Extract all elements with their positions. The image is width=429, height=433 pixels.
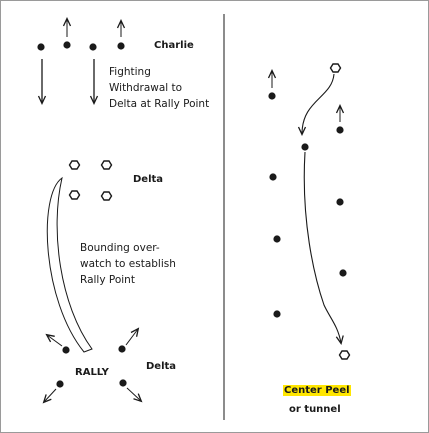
charlie-soldier-1-icon [37, 43, 45, 51]
charlie-label: Charlie [154, 40, 194, 51]
bounding-overwatch-caption: Bounding over- watch to establish Rally … [80, 240, 176, 288]
rally-soldier-4-icon [119, 379, 127, 387]
peel-soldier-8-icon [273, 310, 281, 318]
rally-1-arrow-icon [47, 335, 63, 347]
center-peel-formation [268, 63, 351, 360]
center-peel-highlight: Center Peel [283, 385, 351, 396]
charlie-soldier-3-icon [89, 43, 97, 51]
bounding-overwatch-line-2: watch to establish [80, 258, 176, 270]
rally-3-arrow-icon [44, 388, 57, 402]
peel-entry-arrow-icon [302, 73, 335, 134]
bounding-overwatch-route [46, 176, 93, 353]
peel-soldier-4-icon [269, 173, 277, 181]
rally-label: RALLY [75, 367, 109, 378]
or-tunnel-label: or tunnel [289, 404, 341, 415]
rally-soldier-1-icon [62, 346, 70, 354]
fighting-withdrawal-line-1: Fighting [109, 66, 151, 78]
rally-point-team [44, 329, 141, 402]
bounding-overwatch-line-1: Bounding over- [80, 242, 160, 254]
delta-bottom-label: Delta [146, 361, 177, 372]
fighting-withdrawal-caption: Fighting Withdrawal to Delta at Rally Po… [109, 64, 209, 112]
fighting-withdrawal-line-2: Withdrawal to [109, 82, 183, 94]
delta-hexagon-1-icon [68, 160, 81, 170]
peel-soldier-1-icon [268, 92, 276, 100]
peel-soldier-3-icon [301, 143, 309, 151]
delta-team-top [68, 160, 113, 201]
peel-soldier-2-icon [336, 126, 344, 134]
rally-2-arrow-icon [125, 329, 138, 346]
fighting-withdrawal-line-3: Delta at Rally Point [109, 98, 210, 110]
peel-start-hexagon-icon [329, 63, 342, 73]
delta-hexagon-3-icon [68, 190, 81, 200]
charlie-soldier-4-icon [117, 42, 125, 50]
rally-soldier-3-icon [56, 380, 64, 388]
charlie-team [37, 19, 124, 103]
peel-soldier-5-icon [336, 198, 344, 206]
peel-soldier-7-icon [339, 269, 347, 277]
peel-soldier-6-icon [273, 235, 281, 243]
peel-end-hexagon-icon [338, 350, 351, 360]
rally-soldier-2-icon [118, 345, 126, 353]
delta-top-label: Delta [133, 174, 164, 185]
peel-tunnel-route-arrow-icon [303, 151, 341, 343]
charlie-soldier-2-icon [63, 41, 71, 49]
center-peel-label: Center Peel [283, 385, 351, 396]
rally-4-arrow-icon [126, 387, 141, 401]
delta-hexagon-4-icon [100, 191, 113, 201]
delta-hexagon-2-icon [100, 160, 113, 170]
bounding-overwatch-line-3: Rally Point [80, 274, 135, 286]
